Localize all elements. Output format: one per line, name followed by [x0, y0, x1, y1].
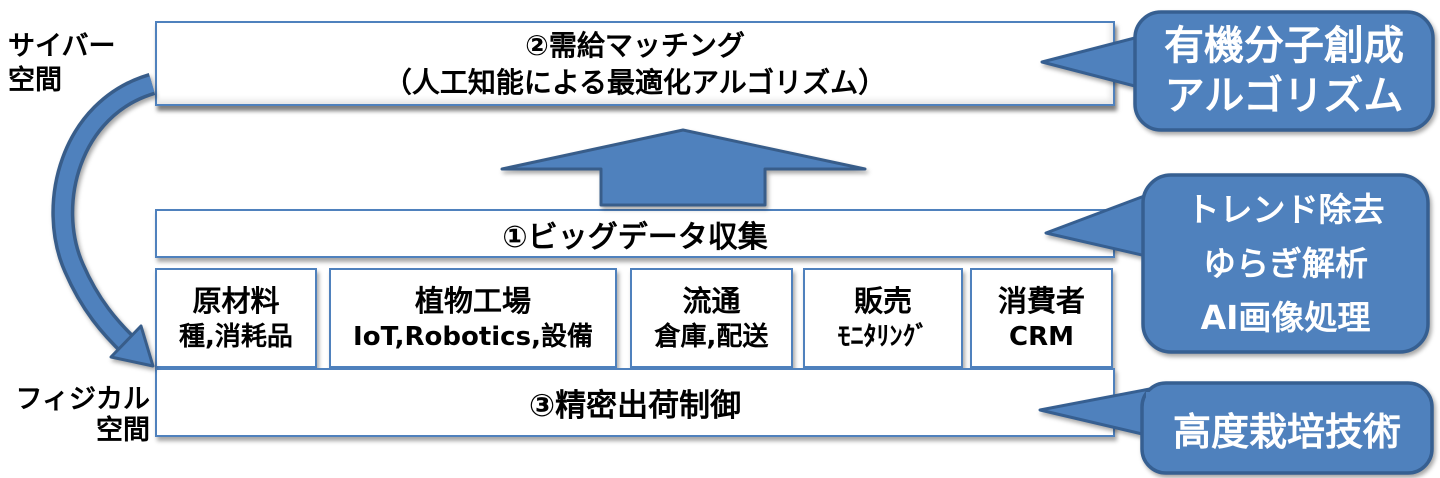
- cyber-space-label-line2: 空間: [8, 65, 62, 96]
- bigdata-collection-label: ①ビッグデータ収集: [502, 219, 768, 255]
- callout-fluctuation-analysis-line1: トレンド除去: [1186, 189, 1385, 229]
- callout-molecule-algorithm-text: 有機分子創成 アルゴリズム: [1135, 12, 1433, 130]
- physical-space-label-line2: 空間: [96, 415, 150, 446]
- source-box-raw-materials-title: 原材料: [192, 283, 280, 318]
- source-box-distribution-subtitle: 倉庫,配送: [654, 321, 769, 352]
- cyber-space-label-line1: サイバー: [8, 31, 116, 62]
- callout-molecule-algorithm-line2: アルゴリズム: [1164, 73, 1404, 119]
- source-box-raw-materials: 原材料 種,消耗品: [155, 268, 317, 368]
- source-box-plant-factory: 植物工場 IoT,Robotics,設備: [329, 268, 617, 368]
- shipment-control-box: ③精密出荷制御: [155, 368, 1115, 437]
- physical-space-label-line1: フィジカル: [15, 384, 150, 415]
- shipment-control-label: ③精密出荷制御: [528, 388, 742, 424]
- source-box-sales-title: 販売: [853, 283, 912, 318]
- source-box-sales-subtitle: ﾓﾆﾀﾘﾝｸﾞ: [837, 321, 929, 352]
- source-box-plant-factory-title: 植物工場: [414, 283, 531, 318]
- source-box-distribution-title: 流通: [682, 283, 741, 318]
- callout-molecule-algorithm-line1: 有機分子創成: [1164, 23, 1404, 69]
- source-box-sales: 販売 ﾓﾆﾀﾘﾝｸﾞ: [803, 268, 963, 368]
- cyber-to-physical-curved-arrow-icon: [51, 72, 156, 368]
- bigdata-collection-box: ①ビッグデータ収集: [155, 209, 1115, 258]
- matching-box-subtitle: （人工知能による最適化アルゴリズム）: [383, 65, 887, 99]
- physical-space-label: フィジカル 空間: [10, 384, 150, 446]
- source-box-plant-factory-subtitle: IoT,Robotics,設備: [353, 321, 593, 352]
- demand-supply-matching-box: ②需給マッチング （人工知能による最適化アルゴリズム）: [155, 21, 1115, 106]
- callout-cultivation-tech-text: 高度栽培技術: [1142, 383, 1432, 473]
- callout-cultivation-tech-line1: 高度栽培技術: [1172, 409, 1401, 454]
- source-box-consumer: 消費者 CRM: [970, 268, 1113, 368]
- matching-box-title: ②需給マッチング: [525, 28, 745, 62]
- callout-fluctuation-analysis-text: トレンド除去 ゆらぎ解析 AI画像処理: [1143, 175, 1428, 352]
- source-box-distribution: 流通 倉庫,配送: [630, 268, 793, 368]
- callout-fluctuation-analysis-line2: ゆらぎ解析: [1203, 243, 1368, 283]
- callout-fluctuation-analysis-line3: AI画像処理: [1200, 297, 1371, 337]
- data-to-matching-up-arrow-icon: [500, 128, 867, 207]
- source-box-consumer-subtitle: CRM: [1009, 321, 1074, 352]
- cyber-space-label: サイバー 空間: [8, 30, 115, 98]
- source-box-consumer-title: 消費者: [997, 283, 1085, 318]
- source-box-raw-materials-subtitle: 種,消耗品: [179, 321, 293, 352]
